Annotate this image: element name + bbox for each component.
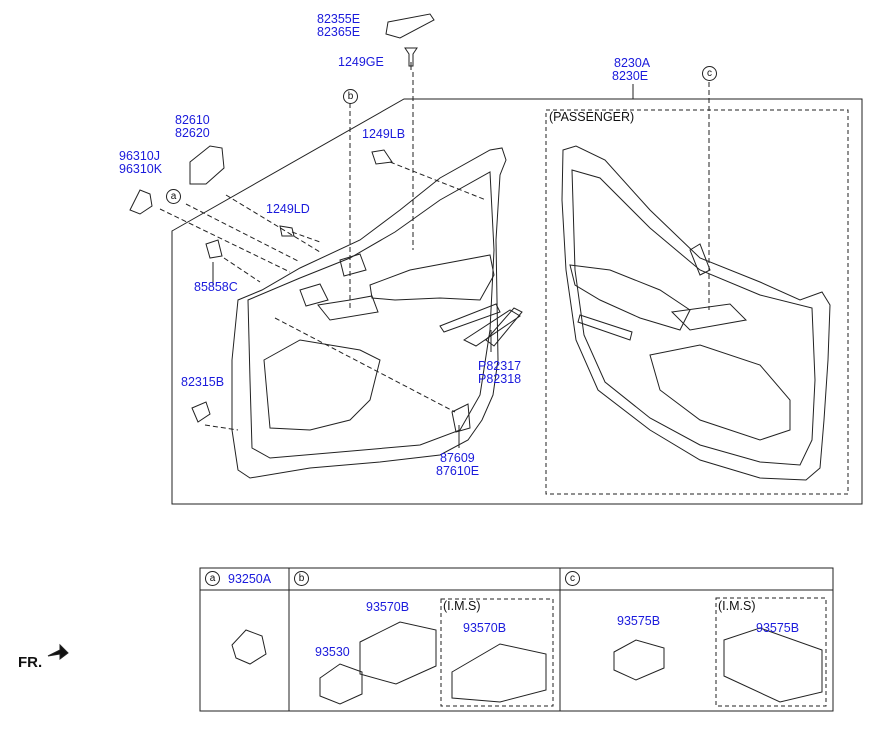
switch-93250a-shape [231,629,267,665]
legend-part-93575b-ims[interactable]: 93575B [756,621,800,635]
part-96310j [129,189,153,215]
screw-1249ge [404,47,418,67]
part-number-87610e[interactable]: 87610E [436,464,480,478]
screw-1249ld [279,225,295,237]
part-number-1249lb[interactable]: 1249LB [362,127,406,141]
assembly-frame [171,98,863,505]
switch-93575b-ims-shape [723,627,823,703]
front-arrow-icon [47,643,69,660]
legend-part-93575b[interactable]: 93575B [617,614,661,628]
garnish-82317 [485,307,523,347]
part-number-82315b[interactable]: 82315B [181,375,225,389]
part-number-1249ld[interactable]: 1249LD [266,202,310,216]
screw-1249lb [371,149,393,165]
part-number-82365e[interactable]: 82365E [317,25,361,39]
passenger-box [545,109,849,495]
callout-a[interactable]: a [166,189,181,204]
legend-part-93570b-ims[interactable]: 93570B [463,621,507,635]
legend-ims-label-c: (I.M.S) [718,599,756,613]
callout-c[interactable]: c [702,66,717,81]
legend-part-93570b[interactable]: 93570B [366,600,410,614]
passenger-label: (PASSENGER) [549,110,635,124]
legend-part-93250a[interactable]: 93250A [228,572,272,586]
front-direction-label: FR. [18,654,43,671]
clip-82315b [191,401,211,423]
part-number-82620[interactable]: 82620 [175,126,210,140]
switch-93570b-ims-shape [451,643,547,703]
legend-part-93530[interactable]: 93530 [315,645,350,659]
part-82355e-shape [385,13,435,39]
legend-table-frame [199,567,834,712]
part-number-82355e[interactable]: 82355E [317,12,361,26]
part-number-p82318[interactable]: P82318 [478,372,522,386]
legend-marker-a: a [205,571,220,586]
passenger-door-panel [561,145,831,481]
driver-door-panel [231,147,507,479]
switch-93570b-shape [359,621,437,685]
part-number-85858c[interactable]: 85858C [194,280,238,294]
legend-ims-label-b: (I.M.S) [443,599,481,613]
part-number-p82317[interactable]: P82317 [478,359,522,373]
clip-85858c [205,239,223,259]
legend-marker-c: c [565,571,580,586]
part-number-8230a[interactable]: 8230A [614,56,651,70]
legend-marker-b: b [294,571,309,586]
part-number-96310j[interactable]: 96310J [119,149,161,163]
callout-b[interactable]: b [343,89,358,104]
part-number-1249ge[interactable]: 1249GE [338,55,384,69]
part-number-87609[interactable]: 87609 [440,451,475,465]
part-82610 [189,145,225,185]
part-number-82610[interactable]: 82610 [175,113,210,127]
part-87609 [451,403,471,433]
part-number-96310k[interactable]: 96310K [119,162,163,176]
switch-93530-shape [319,663,363,705]
switch-93575b-shape [613,639,665,681]
part-number-8230e[interactable]: 8230E [612,69,649,83]
